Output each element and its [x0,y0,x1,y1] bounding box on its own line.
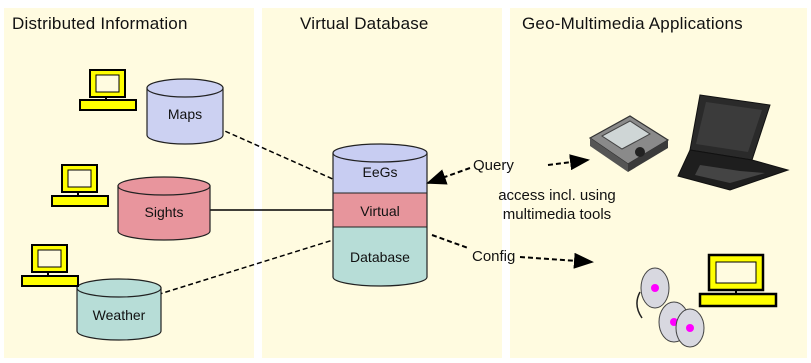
config-left-line [431,234,469,249]
sights-label: Sights [144,204,184,220]
computer-icon [79,69,137,111]
maps-database-icon [146,78,224,145]
virtual-db-segment-2-label: Virtual [360,203,400,219]
sights-database-icon [117,176,211,241]
geo-multimedia-applications-title: Geo-Multimedia Applications [522,14,743,33]
query-right-arrow [547,154,590,171]
laptop-icon [677,94,790,191]
weather-link-line [149,239,334,298]
config-right-arrow [519,252,594,269]
cd-stack-icon [636,267,705,348]
virtual-db-segment-1-label: EeGs [362,164,398,180]
weather-database-icon [76,278,162,341]
computer-icon [21,244,79,287]
access-note-line-2: multimedia tools [502,206,612,223]
query-left-arrow [426,167,471,185]
desktop-computer-icon [698,253,778,308]
pda-icon [588,115,670,172]
access-note-line-1: access incl. using [498,187,616,204]
query-label: Query [473,157,514,174]
computer-icon [51,164,109,207]
weather-label: Weather [92,307,146,323]
virtual-database-title: Virtual Database [300,14,429,33]
config-label: Config [472,248,516,265]
distributed-information-title: Distributed Information [12,14,188,33]
virtual-db-segment-3-label: Database [350,249,410,265]
maps-link-line [217,127,336,181]
maps-label: Maps [167,106,203,122]
virtual-database-icon [332,143,428,287]
